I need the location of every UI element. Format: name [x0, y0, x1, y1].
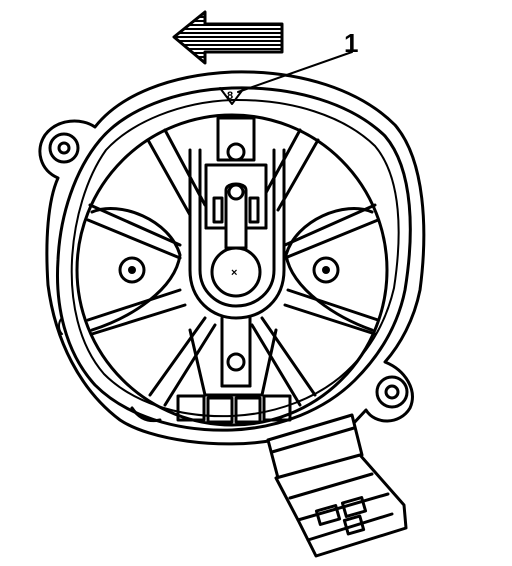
callout-number: 1 — [344, 28, 358, 58]
electrical-connector — [266, 413, 408, 558]
rim-slot — [176, 394, 206, 422]
rotor-center-mark: × — [231, 267, 237, 279]
rim-slot — [206, 396, 234, 424]
post-left — [118, 256, 146, 284]
mounting-ear-right — [375, 375, 409, 409]
callout-1: 1 — [237, 28, 358, 93]
rotor-tip — [216, 116, 256, 162]
distributor-housing: 8 — [38, 70, 426, 452]
rim-slot — [234, 396, 262, 424]
alignment-mark: 8 — [227, 90, 233, 102]
rotation-direction-arrow — [172, 10, 284, 65]
rotor-outer-circle — [75, 113, 389, 427]
post-right — [312, 256, 340, 284]
rotor-hub — [210, 246, 262, 298]
mounting-ear-left — [48, 132, 80, 164]
callout-leader-line — [237, 51, 353, 93]
rim-slot — [262, 394, 292, 422]
post-bottom — [226, 352, 246, 372]
rotor-arm: × — [188, 116, 286, 320]
